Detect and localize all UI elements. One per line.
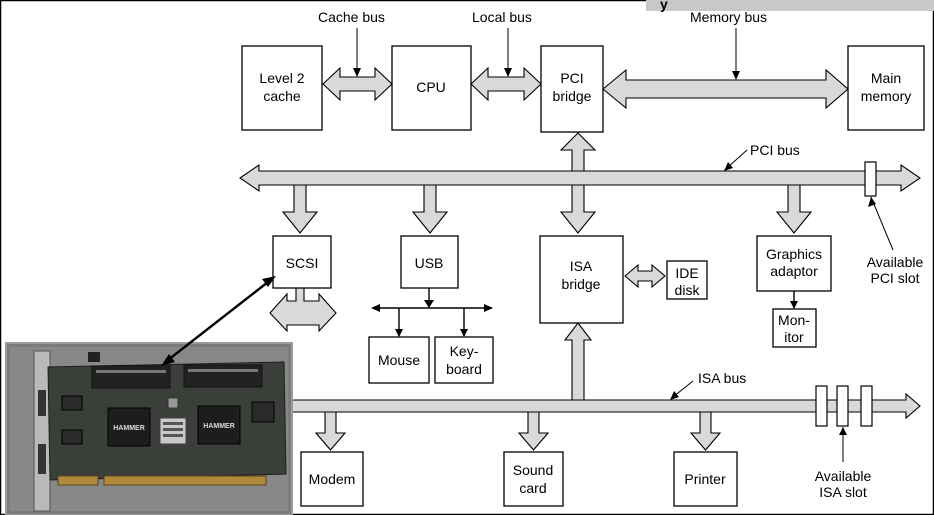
isa-bridge-drop	[561, 185, 595, 233]
main-memory-label-1: Main	[871, 70, 901, 86]
graphics-drop	[777, 185, 811, 233]
local-bus-label: Local bus	[472, 9, 532, 25]
cpu-label: CPU	[416, 79, 446, 95]
ide-disk-label-1: IDE	[675, 265, 698, 281]
bracket-port-2	[38, 444, 46, 474]
usb-drop	[413, 185, 447, 233]
pci-bus-pointer	[724, 150, 747, 171]
cache-bus-pointer	[353, 28, 361, 77]
bracket-port-1	[38, 390, 46, 416]
isa-slot-3	[861, 386, 872, 426]
scsi-connector-left	[92, 366, 170, 388]
memory-bus-label: Memory bus	[690, 9, 767, 25]
available-pci-slot-label-1: Available	[867, 254, 924, 270]
keyboard-label-1: Key-	[450, 343, 479, 359]
scsi-drop	[283, 185, 317, 233]
scsi-connector-right	[184, 365, 262, 387]
isa-slot-2	[837, 386, 848, 426]
chip-left-label: HAMMER	[113, 425, 145, 432]
modem-drop	[316, 412, 345, 450]
sound-card-drop	[519, 412, 548, 450]
scsi-device-bus	[270, 288, 336, 331]
pci-bridge-label-2: bridge	[553, 88, 592, 104]
printer-label: Printer	[684, 471, 726, 487]
main-memory-label-2: memory	[861, 88, 912, 104]
memory-bus	[603, 70, 848, 108]
monitor-label-1: Mon-	[778, 312, 810, 328]
header-fragment: y	[660, 0, 668, 12]
level2-cache-label-2: cache	[263, 88, 301, 104]
memory-bus-pointer	[732, 28, 740, 80]
graphics-to-monitor-arrow	[790, 291, 798, 309]
local-bus-pointer	[504, 28, 512, 77]
keyboard-label-2: board	[446, 361, 482, 377]
pci-slot	[865, 162, 876, 196]
isa-bridge-link	[565, 323, 591, 400]
sound-card-label-1: Sound	[513, 462, 553, 478]
edge-connector	[104, 476, 266, 485]
local-bus	[471, 68, 541, 100]
pci-slot-pointer	[868, 197, 893, 250]
pci-bridge-label-1: PCI	[560, 70, 583, 86]
usb-device-tree	[371, 288, 493, 337]
ide-disk-label-2: disk	[675, 282, 701, 298]
usb-label: USB	[415, 255, 444, 271]
available-isa-slot-label-2: ISA slot	[819, 484, 867, 500]
pci-bridge-link	[561, 133, 595, 171]
modem-label: Modem	[309, 471, 356, 487]
graphics-adaptor-label-2: adaptor	[770, 263, 818, 279]
scsi-card-photo: HAMMER HAMMER	[6, 343, 292, 515]
graphics-adaptor-label-1: Graphics	[766, 246, 822, 262]
isa-slot-1	[816, 386, 827, 426]
sound-card-label-2: card	[519, 480, 546, 496]
scsi-label: SCSI	[286, 255, 319, 271]
available-pci-slot-label-2: PCI slot	[870, 270, 919, 286]
card-bracket	[34, 351, 50, 511]
isa-bus-label: ISA bus	[698, 370, 746, 386]
level2-cache-label-1: Level 2	[259, 70, 304, 86]
isa-bridge-label-1: ISA	[570, 258, 593, 274]
printer-drop	[691, 412, 720, 450]
chip-right-label: HAMMER	[203, 423, 235, 430]
available-isa-slot-label-1: Available	[815, 468, 872, 484]
mouse-label: Mouse	[378, 352, 420, 368]
ide-link	[625, 265, 665, 287]
monitor-label-2: itor	[784, 329, 804, 345]
isa-bus-pointer	[670, 381, 693, 400]
cache-bus-label: Cache bus	[318, 9, 385, 25]
isa-bridge-label-2: bridge	[562, 276, 601, 292]
isa-slot-pointer	[839, 427, 847, 462]
sound-card-box	[504, 452, 563, 506]
pci-bus-label: PCI bus	[750, 142, 800, 158]
